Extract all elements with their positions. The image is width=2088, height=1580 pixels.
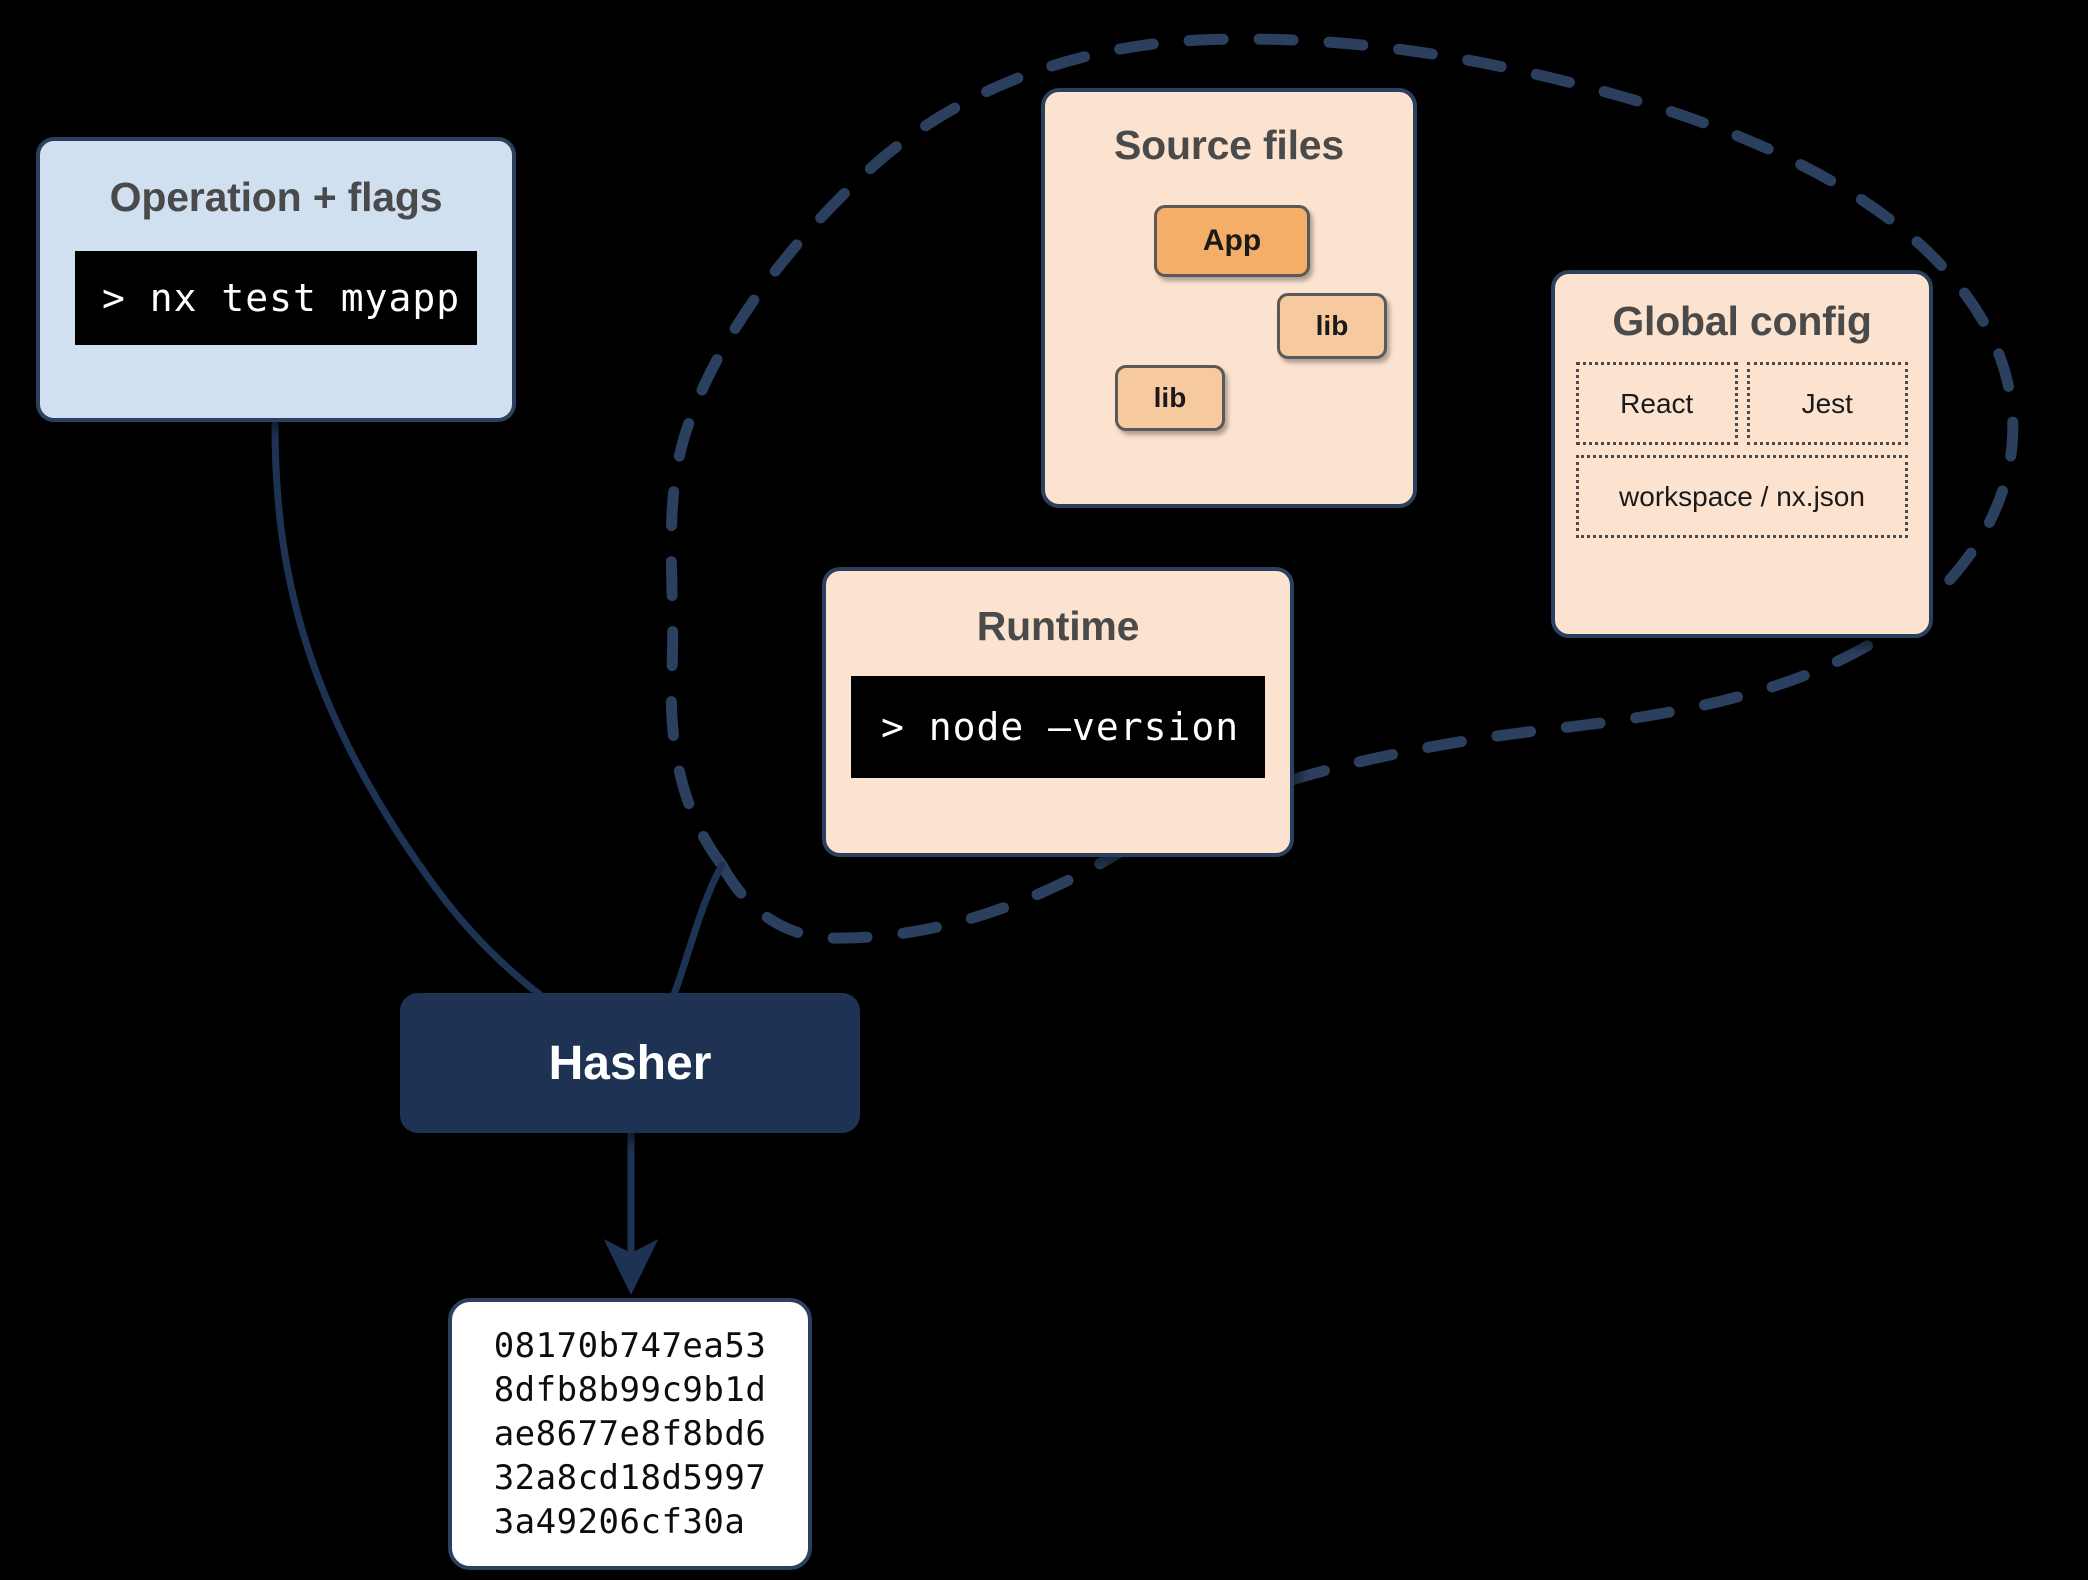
source-files-title: Source files bbox=[1113, 122, 1345, 168]
global-config-card: Global config React Jest workspace / nx.… bbox=[1551, 270, 1933, 638]
operation-terminal: > nx test myapp bbox=[75, 251, 477, 345]
graph-node-app[interactable]: App bbox=[1154, 205, 1310, 277]
hash-line: 8dfb8b99c9b1d bbox=[493, 1369, 767, 1410]
hasher-node[interactable]: Hasher bbox=[400, 993, 860, 1133]
source-files-card: Source files App lib lib bbox=[1041, 88, 1417, 508]
hash-line: 32a8cd18d5997 bbox=[493, 1458, 767, 1499]
edge-operation-to-hasher bbox=[271, 420, 630, 1056]
operation-flags-card: Operation + flags > nx test myapp bbox=[36, 137, 516, 422]
config-cell-workspace-nxjson[interactable]: workspace / nx.json bbox=[1576, 455, 1908, 538]
global-config-row-top: React Jest bbox=[1576, 362, 1908, 445]
graph-node-lib-right[interactable]: lib bbox=[1277, 293, 1387, 359]
config-cell-react[interactable]: React bbox=[1576, 362, 1738, 445]
global-config-row-bottom: workspace / nx.json bbox=[1576, 455, 1908, 538]
hasher-label: Hasher bbox=[548, 1036, 712, 1090]
global-config-grid: React Jest workspace / nx.json bbox=[1576, 362, 1908, 538]
hash-line: 08170b747ea53 bbox=[493, 1325, 767, 1366]
runtime-title: Runtime bbox=[976, 603, 1140, 649]
operation-flags-title: Operation + flags bbox=[109, 174, 443, 220]
hash-line: 3a49206cf30a bbox=[493, 1502, 746, 1543]
global-config-title: Global config bbox=[1612, 298, 1872, 344]
hash-line: ae8677e8f8bd6 bbox=[493, 1413, 767, 1454]
runtime-card: Runtime > node –version bbox=[822, 567, 1294, 857]
graph-node-lib-left[interactable]: lib bbox=[1115, 365, 1225, 431]
runtime-terminal: > node –version bbox=[851, 676, 1265, 778]
config-cell-jest[interactable]: Jest bbox=[1746, 362, 1908, 445]
source-files-graph: App lib lib bbox=[1045, 175, 1413, 435]
